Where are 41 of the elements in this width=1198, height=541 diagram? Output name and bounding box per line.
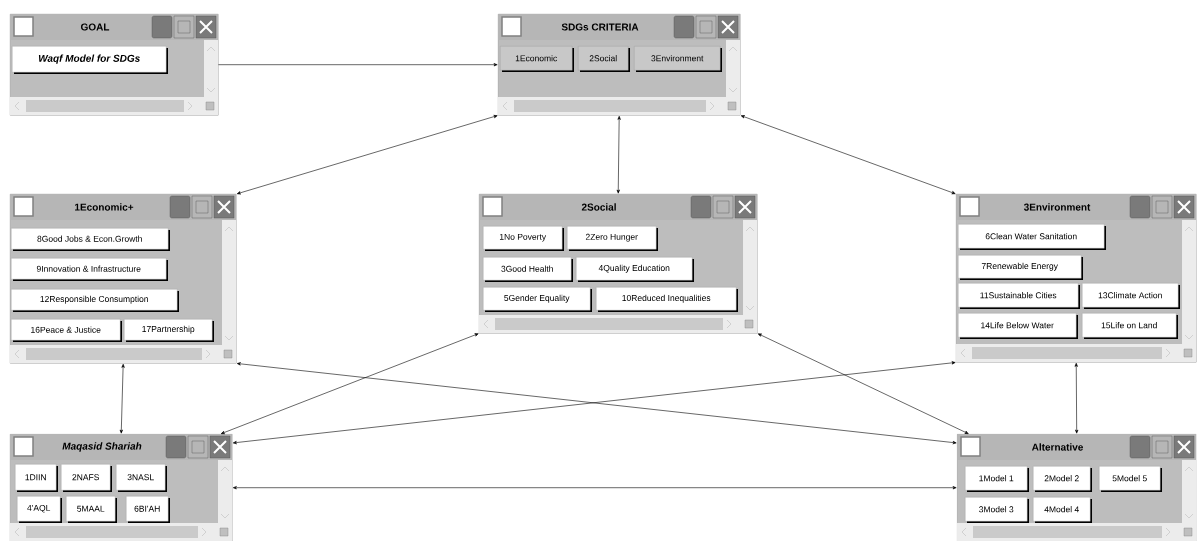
element-button: 2Zero Hunger bbox=[567, 226, 658, 251]
element-button: 17Partnership bbox=[124, 319, 214, 342]
element-button: 1DIIN bbox=[15, 464, 58, 492]
element-button: 13Climate Action bbox=[1082, 283, 1180, 309]
element-button: 9Innovation & Infrastructure bbox=[11, 258, 168, 281]
arrow bbox=[757, 333, 969, 434]
arrow bbox=[220, 333, 479, 435]
element-button: 3Environment bbox=[634, 46, 722, 72]
element-button: 5MAAL bbox=[66, 496, 117, 523]
element-button: 12Responsible Consumption bbox=[11, 289, 179, 312]
element-button: 2Model 2 bbox=[1033, 466, 1092, 492]
element-button: 6BI'AH bbox=[126, 496, 170, 523]
element-button: 5Gender Equality bbox=[483, 287, 592, 312]
element-button: 3Model 3 bbox=[965, 497, 1029, 523]
element-button: 5Model 5 bbox=[1099, 466, 1162, 492]
element-button: 3NASL bbox=[116, 464, 167, 492]
arrow bbox=[616, 115, 621, 194]
element-button: 10Reduced Inequalities bbox=[596, 287, 738, 312]
element-button: 1Model 1 bbox=[965, 466, 1029, 492]
arrow bbox=[740, 115, 956, 195]
element-button: 2Social bbox=[578, 46, 630, 72]
element-button: 1No Poverty bbox=[483, 226, 564, 251]
element-button: 4Quality Education bbox=[576, 257, 694, 282]
element-button: 7Renewable Energy bbox=[958, 255, 1083, 280]
arrow bbox=[119, 363, 125, 434]
arrow bbox=[1074, 362, 1079, 434]
element-button: 6Clean Water Sanitation bbox=[958, 224, 1106, 250]
element-button: 11Sustainable Cities bbox=[958, 283, 1080, 309]
arrow bbox=[232, 486, 957, 490]
arrow bbox=[236, 115, 498, 195]
element-button: 2NAFS bbox=[61, 464, 112, 492]
arrow bbox=[218, 63, 498, 67]
element-button: 8Good Jobs & Econ.Growth bbox=[11, 228, 170, 251]
element-button: 14Life Below Water bbox=[958, 313, 1078, 339]
element-button: 15Life on Land bbox=[1082, 313, 1178, 339]
element-button: 4'AQL bbox=[17, 496, 62, 523]
element-button: 3Good Health bbox=[483, 257, 573, 282]
element-button: 1Economic bbox=[500, 46, 574, 72]
element-button: 4Model 4 bbox=[1033, 497, 1092, 523]
element-button: Waqf Model for SDGs bbox=[12, 46, 168, 74]
element-button: 16Peace & Justice bbox=[11, 319, 122, 342]
